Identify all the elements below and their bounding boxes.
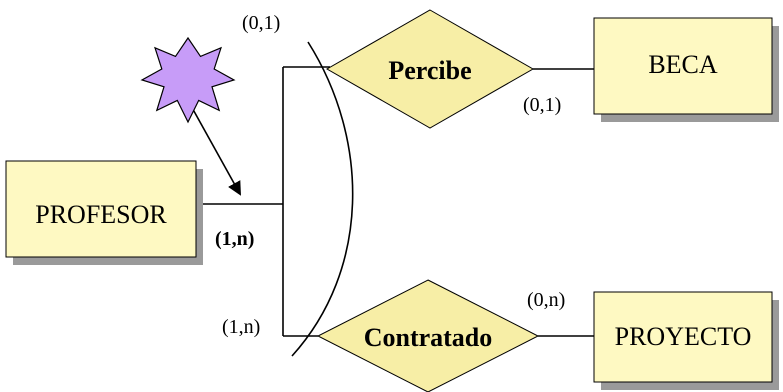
connector-lines xyxy=(203,66,594,337)
entity-beca-box xyxy=(593,17,773,115)
cardinality-arc-top: (0,1) xyxy=(242,12,280,34)
cardinality-arc-bottom: (1,n) xyxy=(222,316,260,338)
starburst-shape xyxy=(140,36,236,124)
entity-beca-label: BECA xyxy=(648,50,718,79)
annotation-arrow xyxy=(189,103,241,196)
entity-profesor-box xyxy=(5,160,197,258)
relationship-contratado-diamond xyxy=(316,279,540,392)
relationship-percibe: Percibe xyxy=(325,9,535,129)
cardinality-profesor-side: (1,n) xyxy=(215,228,254,250)
entity-beca: BECA xyxy=(593,17,779,122)
relationship-percibe-diamond xyxy=(325,9,535,129)
cardinality-proyecto-side: (0,n) xyxy=(527,289,565,311)
entity-proyecto-box xyxy=(593,291,773,383)
entity-proyecto-label: PROYECTO xyxy=(615,322,752,351)
starburst-icon xyxy=(140,36,236,124)
entity-profesor-label: PROFESOR xyxy=(35,200,167,229)
relationship-contratado: Contratado xyxy=(316,279,540,392)
relationship-contratado-label: Contratado xyxy=(364,323,493,352)
cardinality-beca-side: (0,1) xyxy=(523,94,561,116)
relationship-percibe-label: Percibe xyxy=(388,56,471,85)
entity-proyecto: PROYECTO xyxy=(593,291,779,390)
entity-profesor: PROFESOR xyxy=(5,160,203,265)
exclusivity-arc xyxy=(291,41,354,357)
